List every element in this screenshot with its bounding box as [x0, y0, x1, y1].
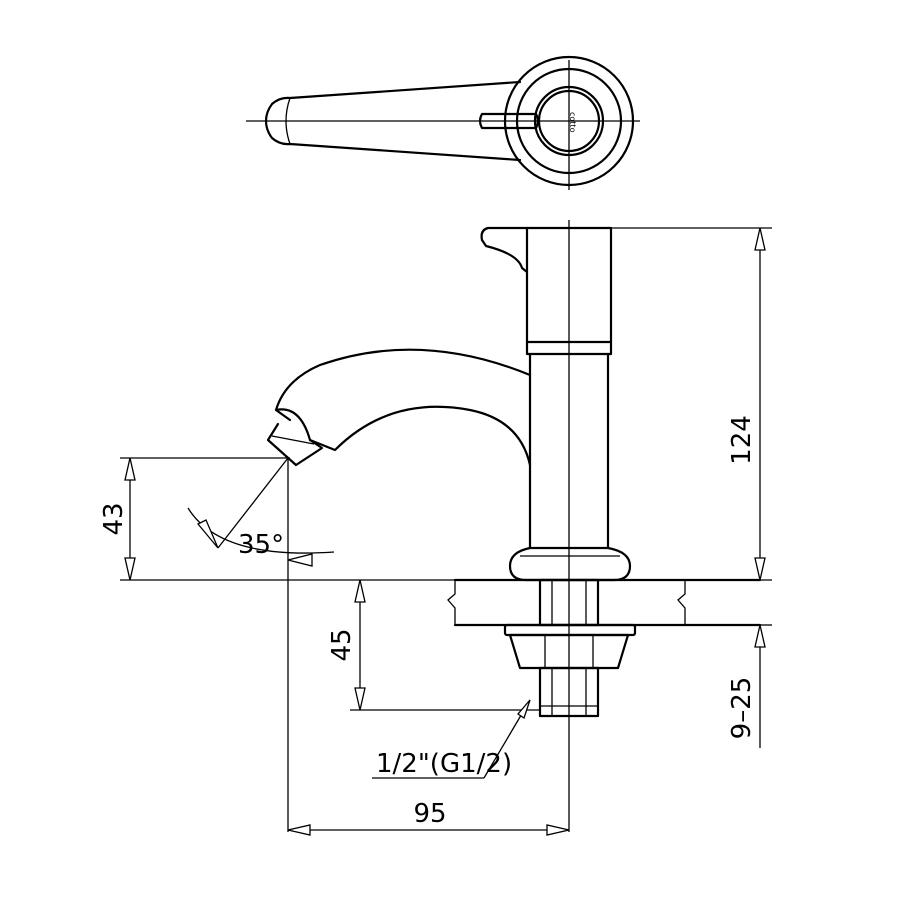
- top-view: cotto: [246, 55, 640, 190]
- side-view: [266, 220, 762, 832]
- dimension-labels: 124 43 35° 45 1/2"(G1/2) 9–25 95: [99, 415, 757, 829]
- angle-label: 35°: [238, 530, 284, 560]
- shank-length-label: 45: [327, 628, 357, 661]
- height-total-label: 124: [727, 415, 757, 465]
- reach-label: 95: [413, 799, 446, 829]
- dimension-lines: [120, 227, 772, 836]
- brand-mark: cotto: [568, 112, 577, 133]
- spout-height-label: 43: [99, 502, 129, 535]
- thread-label: 1/2"(G1/2): [376, 749, 512, 779]
- deck-thickness-label: 9–25: [727, 677, 757, 740]
